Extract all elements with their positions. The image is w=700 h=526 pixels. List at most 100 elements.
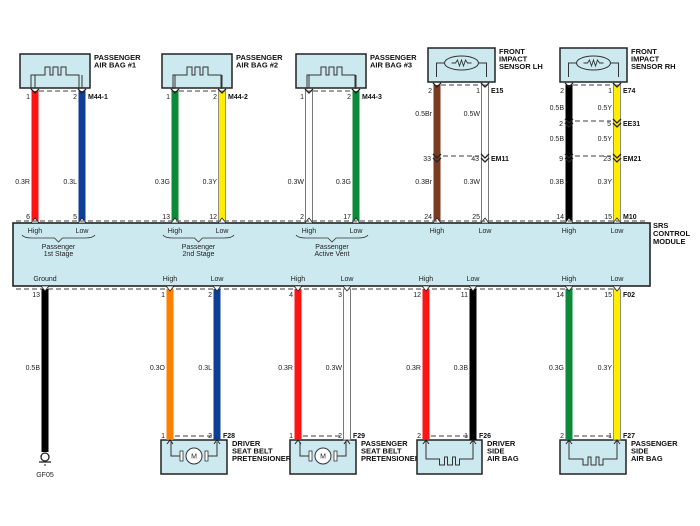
pin-role-label: Low <box>467 276 481 283</box>
component-label: PASSENGER <box>236 53 283 62</box>
pin-role-label: High <box>28 228 43 235</box>
squib-icon <box>306 66 356 89</box>
wire-Y-15 <box>613 288 621 441</box>
terminal-chevron-icon <box>565 439 573 445</box>
connector-id: EE31 <box>623 121 640 128</box>
splice-pin-number: 5 <box>607 121 611 128</box>
group-label: 1st Stage <box>44 251 74 258</box>
motor-symbol: M <box>191 454 197 461</box>
wire-body <box>31 91 39 223</box>
splice-pin-number: 2 <box>559 121 563 128</box>
pin-terminal-icon <box>468 285 478 292</box>
component-label: SENSOR LH <box>499 62 543 71</box>
squib-icon <box>425 440 474 466</box>
wire-W-2 <box>305 90 313 224</box>
pin-terminal-icon <box>293 285 303 292</box>
pin-terminal-icon <box>342 285 352 292</box>
motor-symbol: M <box>320 454 326 461</box>
wire-spec: 0.3R <box>278 365 293 372</box>
pin-number: 1 <box>161 433 165 440</box>
component-label: PRETENSIONER <box>361 454 421 463</box>
component-label: PASSENGER <box>94 53 141 62</box>
wire-spec: 0.3W <box>288 179 305 186</box>
wire-G-13 <box>171 91 179 223</box>
component-label: PASSENGER <box>370 53 417 62</box>
module-pin-number: 1 <box>161 292 165 299</box>
pin-number: 2 <box>338 433 342 440</box>
terminal-chevron-icon <box>564 82 574 88</box>
wire-body <box>481 84 489 224</box>
wire-spec: 0.3G <box>155 179 170 186</box>
pin-terminal-icon <box>421 285 431 292</box>
terminal-chevron-icon <box>217 88 227 94</box>
connector-id: M10 <box>623 214 637 221</box>
pin-terminal-icon <box>40 285 50 292</box>
splice-chevron-icon <box>564 153 574 159</box>
motor-brush-right <box>204 450 209 462</box>
component-box <box>559 47 628 83</box>
sensor-leads <box>436 62 487 77</box>
splice-chevron-icon <box>564 157 574 163</box>
splice-chevron-icon <box>564 118 574 124</box>
wire-body <box>213 289 221 440</box>
wire-spec: 0.3Br <box>415 179 432 186</box>
terminal-chevron-icon <box>77 88 87 94</box>
terminal-chevron-icon <box>469 439 477 445</box>
module-pin-number: 12 <box>209 214 217 221</box>
pin-number: 1 <box>166 94 170 101</box>
component-label: IMPACT <box>499 55 528 64</box>
component-box <box>559 439 627 475</box>
pin-role-label: High <box>562 228 577 235</box>
pin-number: 1 <box>26 94 30 101</box>
motor-brush-right <box>333 450 338 462</box>
wire-spec: 0.5B <box>550 136 565 143</box>
wire-body <box>294 289 302 440</box>
wire-spec: 0.3W <box>464 179 481 186</box>
terminal-chevron-icon <box>613 439 621 445</box>
component-label: FRONT <box>631 47 657 56</box>
pin-number: 2 <box>428 88 432 95</box>
pin-number: 2 <box>213 94 217 101</box>
wire-spec: 0.3Y <box>203 179 218 186</box>
wire-body <box>469 289 477 440</box>
connector-id: F29 <box>353 433 365 440</box>
module-pin-number: 3 <box>338 292 342 299</box>
group-label: Passenger <box>315 244 349 251</box>
connector-id: EM21 <box>623 156 641 163</box>
pin-role-label: High <box>302 228 317 235</box>
group-brace <box>162 234 235 243</box>
terminal-chevron-icon <box>304 88 314 94</box>
wire-Y-12 <box>218 90 226 224</box>
pin-role-label: Ground <box>33 276 56 283</box>
module-pin-number: 24 <box>424 214 432 221</box>
wire-L-5 <box>78 91 86 223</box>
pin-role-label: Low <box>76 228 90 235</box>
wire-B-14 <box>565 85 573 223</box>
module-pin-number: 14 <box>556 214 564 221</box>
pin-number: 2 <box>560 88 564 95</box>
wire-spec: 0.3L <box>198 365 212 372</box>
component-label: AIR BAG <box>487 454 519 463</box>
splice-chevron-icon <box>480 153 490 159</box>
connector-id: M44-2 <box>228 94 248 101</box>
resistor-icon <box>451 58 472 68</box>
connector-id: F28 <box>223 433 235 440</box>
wire-body <box>565 85 573 223</box>
module-pin-number: 25 <box>472 214 480 221</box>
splice-chevron-icon <box>612 118 622 124</box>
group-label: Active Vent <box>314 251 349 258</box>
wire-spec: 0.3R <box>15 179 30 186</box>
pin-role-label: Low <box>350 228 364 235</box>
sensor-leads <box>568 62 619 77</box>
squib-leads <box>308 75 357 88</box>
splice-chevron-icon <box>612 122 622 128</box>
terminal-chevron-icon <box>480 82 490 88</box>
module-pin-number: 14 <box>556 292 564 299</box>
wire-Y-15 <box>613 84 621 224</box>
